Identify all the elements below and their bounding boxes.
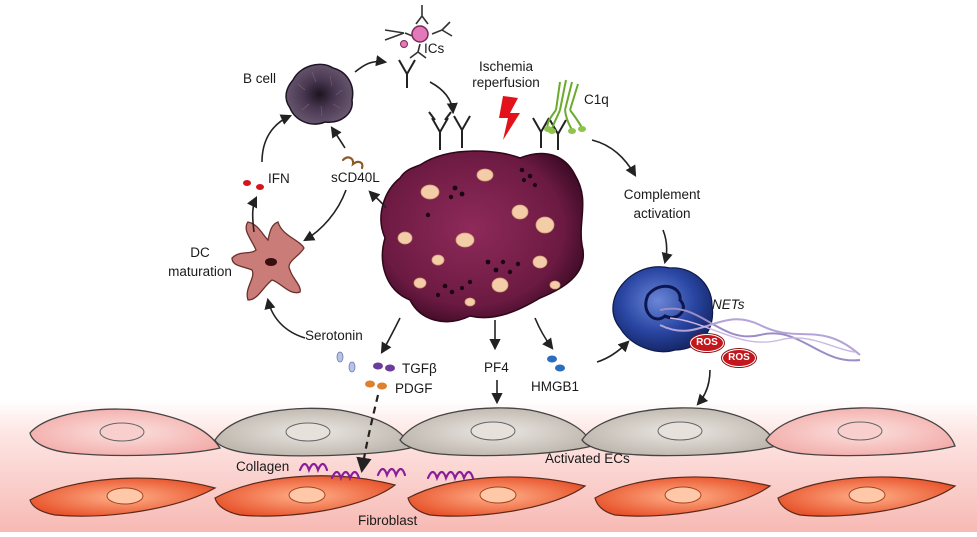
- label-c1q: C1q: [584, 92, 609, 107]
- label-pf4: PF4: [484, 360, 509, 375]
- label-ischemia-line2: reperfusion: [472, 75, 540, 91]
- endothelial-cell-row: [29, 407, 956, 457]
- cell-nucleus: [479, 486, 517, 504]
- c1q-complex-icon: [546, 79, 583, 131]
- antibody-icon: [428, 111, 452, 150]
- pdgf-molecules: [365, 380, 387, 390]
- cell-nucleus: [664, 486, 702, 504]
- lightning-bolt-icon: [499, 96, 520, 140]
- label-fibroblast: Fibroblast: [358, 513, 418, 528]
- collagen-fibers: [298, 462, 475, 482]
- immune-complex-icon: [384, 5, 453, 59]
- tgfb-molecules: [373, 362, 395, 372]
- label-ischemia-line1: Ischemia: [478, 59, 534, 74]
- label-ifn: IFN: [268, 171, 290, 186]
- ros-badge: ROS: [722, 349, 756, 367]
- label-ics: ICs: [424, 41, 445, 56]
- arrow: [596, 340, 630, 363]
- ros-badge: ROS: [690, 334, 724, 352]
- label-tgfb: TGFβ: [402, 361, 437, 376]
- antigen-icon: [411, 25, 429, 43]
- ifn-molecules: [243, 180, 264, 190]
- cell-nucleus: [99, 422, 145, 442]
- label-b-cell: B cell: [243, 71, 277, 86]
- arrow: [696, 369, 711, 406]
- arrow: [368, 190, 387, 209]
- label-complement-line2: activation: [633, 206, 691, 222]
- nets-dna-strands: [659, 307, 861, 362]
- arrow: [264, 297, 306, 339]
- c1q-heads: [544, 126, 586, 134]
- collagen-fiber: [376, 467, 407, 479]
- label-dc-line2: maturation: [168, 264, 232, 280]
- label-scd40l: sCD40L: [331, 170, 380, 185]
- antibody-icon: [453, 115, 471, 148]
- arrow: [303, 189, 347, 242]
- antibody-icon: [532, 117, 550, 148]
- arrow: [591, 139, 637, 177]
- cell-nucleus: [848, 486, 886, 504]
- label-dc-maturation: DC maturation: [150, 245, 250, 280]
- cell-nucleus: [470, 421, 516, 441]
- arrow: [246, 195, 258, 233]
- arrow: [261, 114, 293, 163]
- label-hmgb1: HMGB1: [531, 379, 580, 394]
- collagen-fiber: [298, 462, 329, 474]
- arrow: [534, 317, 554, 350]
- cell-nucleus: [657, 421, 703, 441]
- collagen-fiber: [426, 470, 475, 482]
- pathway-arrows: [246, 55, 711, 474]
- cell-nucleus: [837, 421, 883, 441]
- arrow: [429, 81, 458, 115]
- antibody-icon: [398, 59, 416, 88]
- cell-nucleus: [285, 422, 331, 442]
- label-collagen: Collagen: [236, 459, 290, 474]
- label-pdgf: PDGF: [395, 381, 433, 396]
- label-dc-line1: DC: [190, 245, 210, 260]
- label-activated-ecs: Activated ECs: [545, 451, 630, 466]
- platelet-antibodies: [428, 111, 567, 150]
- label-ischemia-reperfusion: Ischemia reperfusion: [464, 59, 548, 91]
- antibody-icon: [549, 119, 567, 150]
- scd40l-molecule-icon: [341, 156, 364, 170]
- activated-platelet: [380, 111, 585, 323]
- hmgb1-molecules: [547, 355, 565, 372]
- arrow: [380, 317, 401, 354]
- platelet-dense-granules: [425, 167, 538, 298]
- platelet-light-granules: [397, 168, 561, 307]
- serotonin-molecules: [336, 351, 356, 373]
- arrow: [354, 55, 388, 73]
- dashed-arrow: [356, 394, 380, 474]
- collagen-fiber: [330, 470, 361, 482]
- label-nets: NETs: [712, 297, 745, 312]
- label-complement-activation: Complement activation: [610, 187, 714, 222]
- b-cell: [285, 63, 354, 125]
- label-serotonin: Serotonin: [305, 328, 363, 343]
- dendritic-cell: [231, 221, 305, 301]
- cell-nucleus: [288, 486, 326, 504]
- arrow: [330, 126, 346, 149]
- cell-nucleus: [106, 487, 144, 505]
- arrow: [661, 229, 673, 265]
- fibroblast-row: [29, 475, 957, 517]
- label-complement-line1: Complement: [623, 187, 701, 202]
